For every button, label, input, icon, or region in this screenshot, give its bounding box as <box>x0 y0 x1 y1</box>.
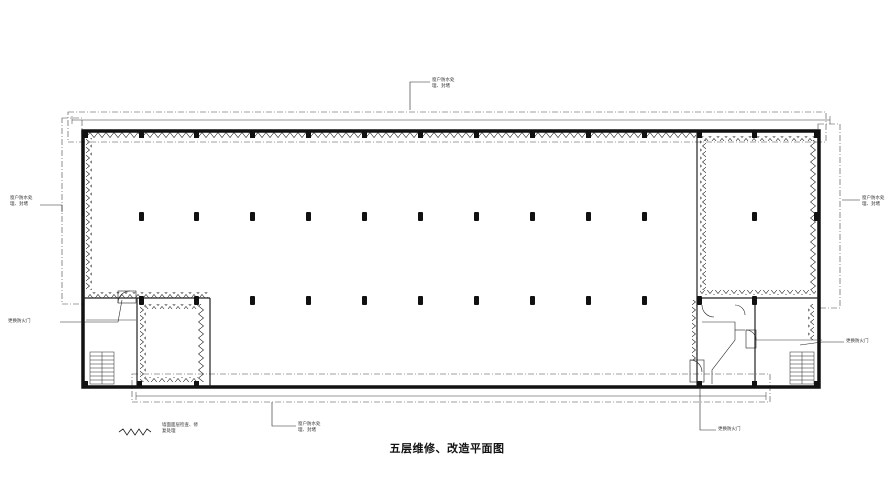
exterior-walls <box>81 129 821 389</box>
annotation-fire-door-bottom: 更换防火门 <box>718 427 741 432</box>
treatment-boundary <box>61 111 841 403</box>
stair-left <box>89 351 115 385</box>
legend-zigzag-symbol <box>118 428 152 436</box>
annotation-fire-door-right: 更换防火门 <box>846 339 869 344</box>
drawing-title: 五层维修、改造平面图 <box>389 442 505 455</box>
stair-right <box>789 351 815 385</box>
fire-door-symbols <box>117 290 757 383</box>
annotation-window-waterproof-left: 窗户防水处 理、封堵 <box>10 196 33 207</box>
annotation-fire-door-left: 更换防火门 <box>8 319 31 324</box>
annotation-window-waterproof-top: 窗户防水处 理、封堵 <box>432 78 455 89</box>
interior-walls <box>82 131 819 387</box>
annotation-window-waterproof-right: 窗户防水处 理、封堵 <box>862 196 885 207</box>
structural-columns <box>83 131 819 387</box>
leader-lines <box>40 81 860 431</box>
legend-wall-repair-label: 墙面面层检查、修 复处理 <box>162 423 198 434</box>
stair-core <box>701 304 746 384</box>
dimension-lines <box>71 116 831 400</box>
annotation-window-waterproof-bottom: 窗户防水处 理、封堵 <box>298 422 321 433</box>
wall-repair-zigzag <box>86 132 816 382</box>
